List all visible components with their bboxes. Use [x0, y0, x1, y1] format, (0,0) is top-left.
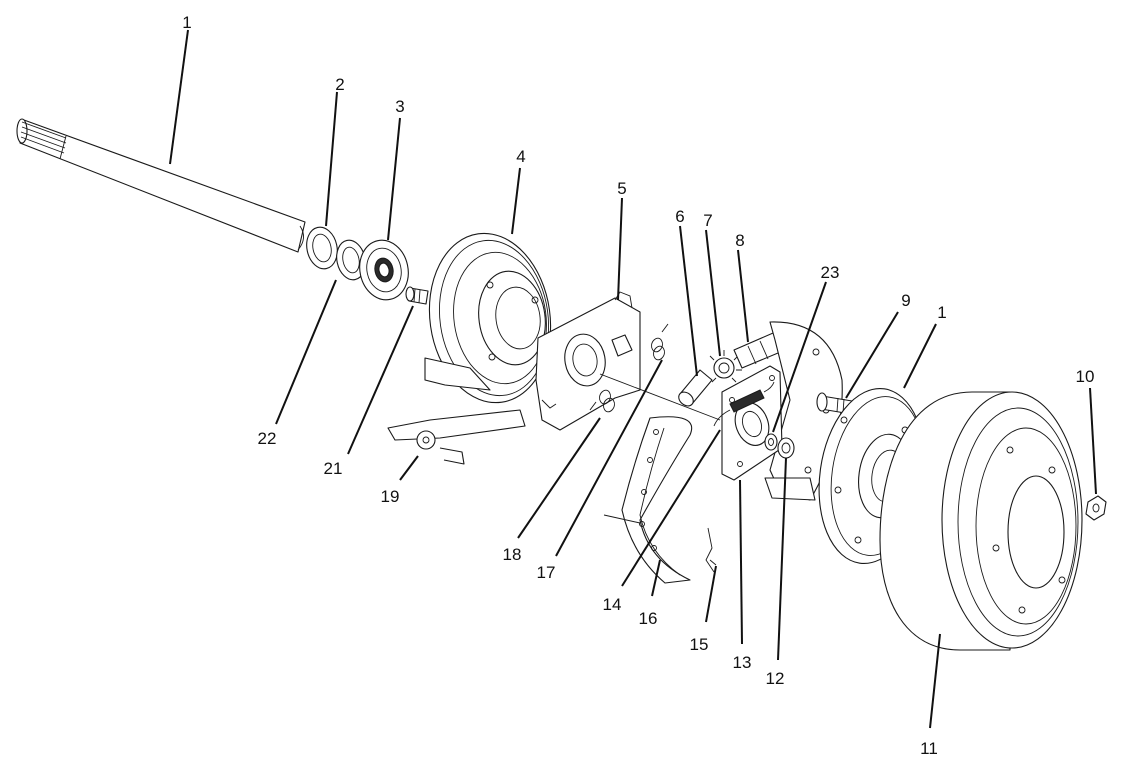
- leader-23: [772, 281, 827, 433]
- coil-spring: [713, 381, 775, 427]
- callout-4: 4: [516, 147, 525, 166]
- callout-8: 8: [735, 231, 744, 250]
- leader-2: [325, 91, 338, 227]
- leader-13: [739, 479, 743, 645]
- return-spring-upper: [651, 323, 669, 361]
- callout-1b: 1: [937, 303, 946, 322]
- leader-6: [679, 225, 698, 377]
- callout-10: 10: [1076, 367, 1095, 386]
- bearing: [359, 239, 409, 301]
- callout-9: 9: [901, 291, 910, 310]
- brake-drum: [879, 391, 1083, 651]
- washer: [764, 433, 778, 451]
- leader-12: [777, 457, 787, 661]
- retainer-clip: [705, 527, 717, 573]
- leader-5: [617, 197, 623, 301]
- shaft-seal: [306, 226, 338, 270]
- backing-plate: [424, 232, 552, 404]
- return-spring-lower: [589, 389, 615, 413]
- leader-10: [1089, 387, 1097, 495]
- brake-shoe: [603, 416, 693, 584]
- lock-nut: [777, 437, 795, 459]
- adjuster-pin: [678, 369, 713, 407]
- callout-7: 7: [703, 211, 712, 230]
- leader-21: [347, 305, 414, 455]
- callout-14: 14: [603, 595, 622, 614]
- leader-15: [705, 565, 717, 623]
- callout-16: 16: [639, 609, 658, 628]
- axle-shaft: [16, 118, 306, 253]
- callout-13: 13: [733, 653, 752, 672]
- callout-18: 18: [503, 545, 522, 564]
- callout-5: 5: [617, 179, 626, 198]
- callout-1a: 1: [182, 13, 191, 32]
- leader-18: [517, 417, 601, 539]
- callout-15: 15: [690, 635, 709, 654]
- callout-22: 22: [258, 429, 277, 448]
- callout-6: 6: [675, 207, 684, 226]
- callout-3: 3: [395, 97, 404, 116]
- callout-2: 2: [335, 75, 344, 94]
- callout-23: 23: [821, 263, 840, 282]
- leader-1b: [903, 323, 937, 389]
- leader-16: [651, 559, 661, 597]
- callout-11: 11: [920, 739, 938, 758]
- leader-17: [555, 359, 663, 557]
- parking-lever: [387, 409, 526, 465]
- leader-3: [387, 117, 401, 241]
- leader-14: [621, 429, 721, 587]
- callout-19: 19: [381, 487, 400, 506]
- leader-7: [705, 229, 721, 357]
- adjuster-link-rod: [599, 373, 721, 421]
- leader-22: [275, 279, 337, 425]
- mounting-plate: [721, 365, 783, 481]
- callout-17: 17: [537, 563, 556, 582]
- callout-labels: 1 2 3 4 5 6 7 8 23 9 1 10 22 21 19 18 17…: [182, 13, 1094, 758]
- lug-nut: [1085, 495, 1107, 521]
- callout-12: 12: [766, 669, 785, 688]
- leader-1a: [169, 29, 189, 165]
- stud-bolt: [405, 286, 429, 305]
- leader-11: [929, 633, 941, 729]
- leader-4: [511, 167, 521, 235]
- anchor-plate: [535, 291, 641, 431]
- callout-21: 21: [324, 459, 343, 478]
- leader-19: [399, 455, 419, 481]
- leader-9: [845, 311, 899, 399]
- leader-lines: [169, 29, 1097, 729]
- leader-8: [737, 249, 749, 343]
- star-wheel: [709, 350, 742, 383]
